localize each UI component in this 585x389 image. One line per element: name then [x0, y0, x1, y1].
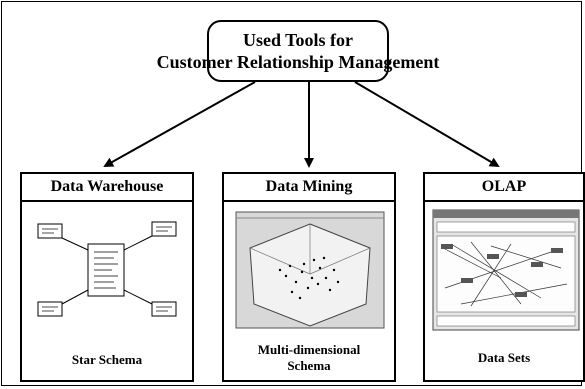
panel-olap: OLAP Data Sets: [423, 172, 585, 382]
star-schema-illustration: [37, 221, 177, 317]
top-node-crm-tools: Used Tools for Customer Relationship Man…: [157, 20, 439, 82]
caption-data-sets: Data Sets: [477, 350, 531, 365]
scatter-3d-illustration: [235, 211, 385, 329]
panel-data-warehouse: Data Warehouse Star Schema: [20, 172, 194, 382]
caption-schema: Schema: [287, 358, 331, 373]
top-node-line1: Used Tools for: [242, 30, 354, 50]
panel-title-data-mining: Data Mining: [224, 174, 394, 202]
panel-title-data-warehouse: Data Warehouse: [22, 174, 192, 202]
caption-multi-dimensional: Multi-dimensional: [257, 342, 361, 357]
arrow-to-data-warehouse: [103, 81, 256, 167]
panel-data-mining: Data Mining Multi-dimensional Schema: [222, 172, 396, 382]
panel-title-olap: OLAP: [425, 174, 583, 202]
top-node-line2: Customer Relationship Management: [156, 52, 440, 72]
olap-screenshot-illustration: [432, 209, 580, 331]
arrow-to-olap: [354, 81, 500, 168]
caption-star-schema: Star Schema: [71, 352, 143, 367]
